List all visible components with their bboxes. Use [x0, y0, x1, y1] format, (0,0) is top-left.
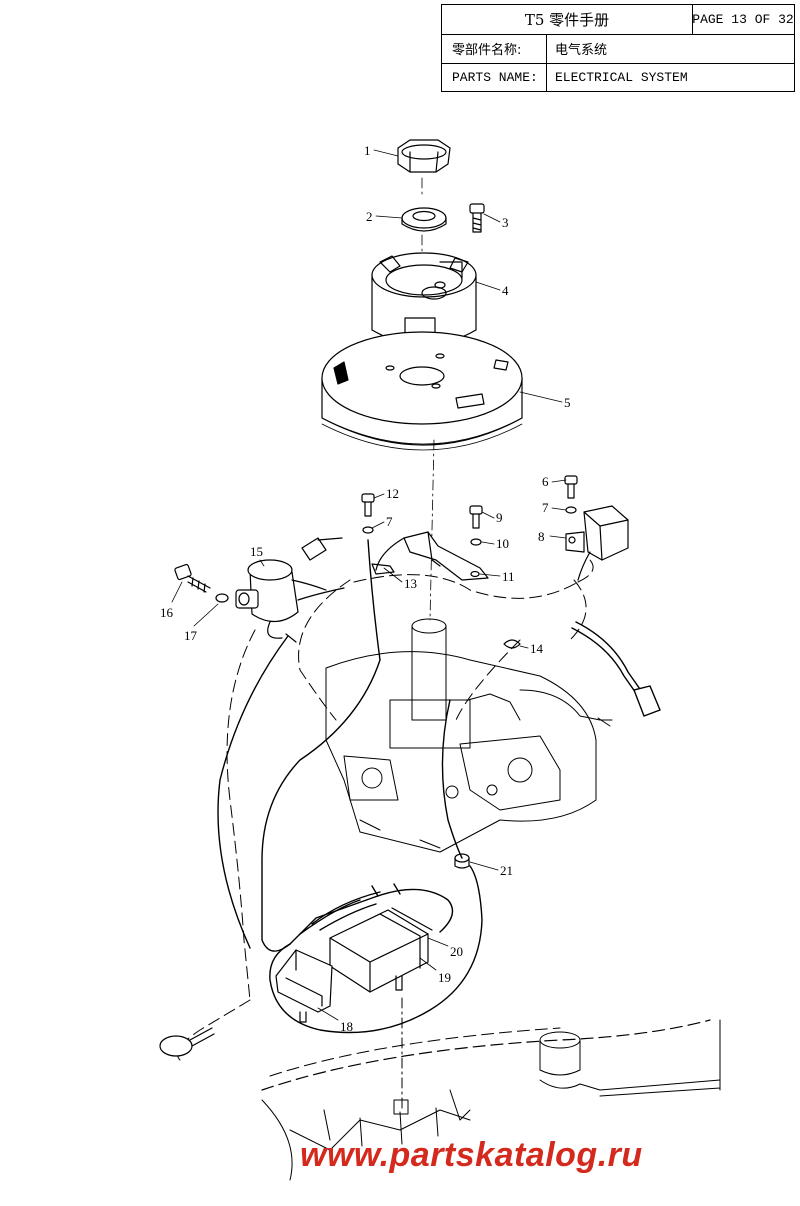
callout-8: 8 — [538, 529, 545, 544]
bolt — [469, 203, 485, 233]
callout-labels: 1 2 3 4 5 6 7 8 9 10 11 12 7 13 14 15 16… — [160, 143, 571, 1034]
lower-cowling — [261, 1019, 721, 1181]
callout-19: 19 — [438, 970, 451, 985]
callout-14: 14 — [530, 641, 544, 656]
callout-2: 2 — [366, 209, 373, 224]
callout-21: 21 — [500, 863, 513, 878]
callout-3: 3 — [502, 215, 509, 230]
leader-lines — [171, 149, 567, 1021]
woodruff-key — [503, 639, 521, 649]
callout-9: 9 — [496, 510, 503, 525]
page-number: PAGE 13 OF 32 — [692, 12, 794, 27]
parts-name-en-label: PARTS NAME: — [442, 63, 547, 91]
parts-name-en-value: ELECTRICAL SYSTEM — [555, 69, 688, 85]
cdi-unit — [329, 907, 433, 993]
parts-name-cn-row: 零部件名称: 电气系统 — [442, 34, 794, 64]
callout-13: 13 — [404, 576, 417, 591]
hex-nut — [397, 139, 451, 173]
flywheel — [321, 331, 523, 451]
callout-16: 16 — [160, 605, 174, 620]
parts-name-en-row: PARTS NAME: ELECTRICAL SYSTEM — [442, 63, 794, 91]
parts-name-cn-value: 电气系统 — [555, 43, 608, 58]
pulser-coil-bracket — [371, 531, 489, 581]
callout-18: 18 — [340, 1019, 353, 1034]
engine-block — [325, 618, 613, 853]
callout-7-left: 7 — [386, 514, 393, 529]
callout-1: 1 — [364, 143, 371, 158]
grommet — [454, 853, 470, 869]
ignition-relay — [565, 505, 629, 581]
bracket-screw — [469, 505, 483, 546]
callout-10: 10 — [496, 536, 509, 551]
washer — [401, 207, 447, 232]
title-row: T5 零件手册 PAGE 13 OF 32 — [442, 5, 794, 35]
sensor-plug — [159, 1027, 215, 1057]
callout-11: 11 — [502, 569, 515, 584]
callout-5: 5 — [564, 395, 571, 410]
starter-cup — [371, 252, 477, 346]
callout-20: 20 — [450, 944, 463, 959]
callout-17: 17 — [184, 628, 198, 643]
wiring-harness — [217, 539, 661, 1034]
parts-name-cn-label: 零部件名称: — [442, 34, 547, 63]
coil-screw — [361, 493, 375, 534]
callout-6: 6 — [542, 474, 549, 489]
coil-bolt — [174, 563, 229, 603]
manual-title: T5 零件手册 — [442, 5, 693, 34]
cdi-bracket — [275, 949, 333, 1023]
title-block: T5 零件手册 PAGE 13 OF 32 零部件名称: 电气系统 PARTS … — [441, 4, 795, 92]
watermark[interactable]: www.partskatalog.ru — [300, 1136, 643, 1174]
callout-7-right: 7 — [542, 500, 549, 515]
ignition-coil — [235, 537, 345, 643]
dashed-routing-lines — [177, 559, 711, 1111]
callout-15: 15 — [250, 544, 263, 559]
callout-12: 12 — [386, 486, 399, 501]
callout-4: 4 — [502, 283, 509, 298]
relay-screw — [564, 475, 578, 514]
